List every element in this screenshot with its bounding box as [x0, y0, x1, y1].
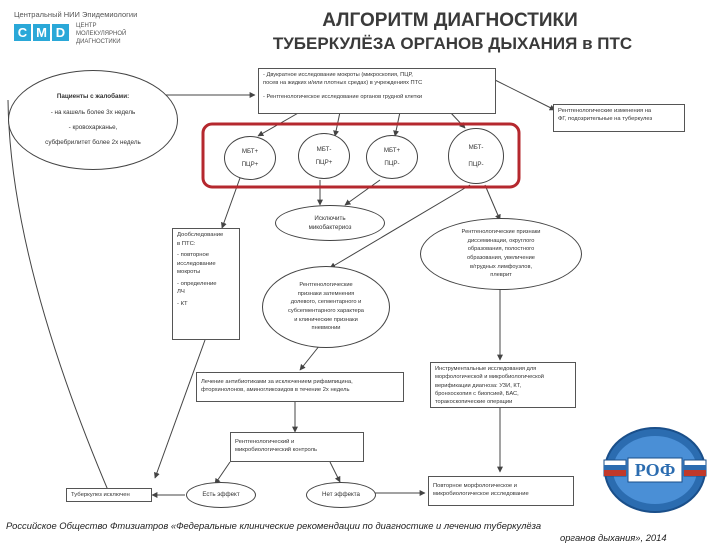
additional-line: ЛЧ	[177, 289, 185, 296]
additional-line: Дообследование	[177, 232, 224, 238]
additional-line: в ПТС:	[177, 240, 196, 247]
patients-line: субфебрилитет более 2х недель	[45, 139, 141, 147]
repeat-line: микробиологическое исследование	[433, 491, 529, 498]
mbt-node-2: МБТ- ПЦР+	[298, 133, 350, 179]
antibiotics-line: фторхинолонов, аминогликозидов в течение…	[201, 387, 350, 394]
mbt-node-4: МБТ- ПЦР-	[448, 128, 504, 184]
additional-line: - повторное	[177, 252, 210, 259]
patients-line: Пациенты с жалобами:	[56, 93, 130, 101]
instrumental-line: бронхоскопия с биопсией, БАС,	[435, 390, 519, 397]
mbt-label: ПЦР-	[384, 160, 400, 167]
antibiotics-line: Лечение антибиотиками за исключением риф…	[201, 379, 353, 385]
mbt-label: МБТ+	[241, 147, 259, 155]
lobe-line: Рентгенологические	[299, 282, 353, 289]
logo-letter-c: C	[14, 24, 31, 41]
org-name: Центральный НИИ Эпидемиологии	[14, 10, 138, 19]
lobe-line: долевого, сегментарного и	[290, 299, 362, 306]
page-title-line2: ТУБЕРКУЛЁЗА ОРГАНОВ ДЫХАНИЯ в ПТС	[272, 34, 633, 53]
instrumental-line: морфологической и микробиологической	[435, 374, 544, 381]
control-line: Рентгенологический и	[235, 439, 295, 445]
exams-line: - Двукратное исследование мокроты (микро…	[263, 72, 413, 78]
dissem-line: образования, полостного	[467, 246, 535, 253]
instrumental-line: Инструментальные исследования для	[435, 366, 537, 372]
dissem-line: в/грудных лимфоузлов,	[469, 263, 533, 270]
xray-changes-box: Рентгенологические изменения на ФГ, подо…	[553, 104, 685, 132]
logo-subtitle-line: МОЛЕКУЛЯРНОЙ	[76, 30, 127, 37]
repeat-exam-box: Повторное морфологическое и микробиологи…	[428, 476, 574, 506]
patients-line: - на кашель более 3х недель	[50, 108, 136, 116]
mbt-label: МБТ+	[383, 146, 401, 154]
additional-line: исследование	[177, 260, 216, 267]
mbt-node-3: МБТ+ ПЦР-	[366, 135, 418, 179]
mbt-node-1: МБТ+ ПЦР+	[224, 136, 276, 180]
additional-line: - КТ	[177, 300, 188, 307]
effect-label: Есть эффект	[202, 491, 240, 499]
exclude-line: микобактериоз	[308, 224, 352, 231]
instrumental-box: Инструментальные исследования для морфол…	[430, 362, 576, 408]
additional-line: - определение	[177, 280, 217, 287]
mbt-label: МБТ-	[468, 143, 484, 151]
logo-letter-m: M	[33, 24, 50, 41]
instrumental-line: верификации диагноза: УЗИ, КТ,	[435, 382, 522, 389]
lobe-line: субсегментарного характера	[288, 308, 364, 314]
mbt-label: ПЦР+	[241, 161, 259, 168]
xray-changes-line: Рентгенологические изменения на	[558, 108, 652, 114]
patients-line: - кровохарканье,	[68, 124, 118, 131]
xray-changes-line: ФГ, подозрительные на туберкулез	[558, 116, 653, 123]
exams-line: посев на жидких и/или плотных средах) в …	[263, 80, 423, 87]
xray-lobe-node: Рентгенологические признаки затемнения д…	[262, 266, 390, 348]
dissem-line: плеврит	[490, 272, 512, 279]
exclude-line: Исключить	[314, 214, 346, 222]
mbt-label: ПЦР+	[315, 159, 333, 166]
additional-exam-box: Дообследование в ПТС: - повторное исслед…	[172, 228, 240, 340]
lobe-line: и клинические признаки	[294, 316, 358, 323]
no-effect-label: Нет эффекта	[321, 491, 361, 499]
exams-box: - Двукратное исследование мокроты (микро…	[258, 68, 496, 114]
mbt-label: МБТ-	[316, 145, 332, 153]
control-line: микробиологический контроль	[235, 447, 318, 454]
antibiotics-box: Лечение антибиотиками за исключением риф…	[196, 372, 404, 402]
xray-dissemination-node: Рентгенологические признаки диссеминации…	[420, 218, 582, 290]
rof-logo: РОФ	[596, 418, 714, 516]
patients-node: Пациенты с жалобами: - на кашель более 3…	[8, 70, 178, 170]
tb-excluded-label: Туберкулез исключен	[71, 492, 130, 498]
footer-citation-line1: Российское Общество Фтизиатров «Федераль…	[6, 520, 542, 531]
additional-line: мокроты	[177, 269, 201, 276]
dissem-line: диссеминации, округлого	[467, 237, 535, 244]
tb-excluded-box: Туберкулез исключен	[66, 488, 152, 502]
logo-subtitle: ЦЕНТР МОЛЕКУЛЯРНОЙ ДИАГНОСТИКИ	[76, 23, 126, 46]
logo-subtitle-line: ДИАГНОСТИКИ	[76, 38, 121, 45]
dissem-line: образования, увеличение	[467, 255, 535, 261]
page-title-line1: АЛГОРИТМ ДИАГНОСТИКИ	[322, 10, 578, 31]
cmd-logo: C M D	[14, 24, 71, 41]
no-effect-node: Нет эффекта	[306, 482, 376, 508]
rof-label: РОФ	[634, 460, 676, 480]
logo-letter-d: D	[52, 24, 69, 41]
instrumental-line: торакоскопические операции	[435, 399, 513, 406]
footer-citation-line2: органов дыхания», 2014	[560, 532, 667, 543]
mbt-label: ПЦР-	[468, 161, 484, 168]
exams-line: - Рентгенологическое исследование органо…	[263, 93, 422, 100]
repeat-line: Повторное морфологическое и	[433, 483, 518, 489]
dissem-line: Рентгенологические признаки	[461, 229, 541, 236]
control-box: Рентгенологический и микробиологический …	[230, 432, 364, 462]
lobe-line: признаки затемнения	[297, 290, 355, 297]
exclude-node: Исключить микобактериоз	[275, 205, 385, 241]
rof-emblem-icon	[603, 427, 707, 513]
logo-subtitle-line: ЦЕНТР	[76, 23, 97, 29]
effect-node: Есть эффект	[186, 482, 256, 508]
lobe-line: пневмонии	[311, 325, 341, 332]
